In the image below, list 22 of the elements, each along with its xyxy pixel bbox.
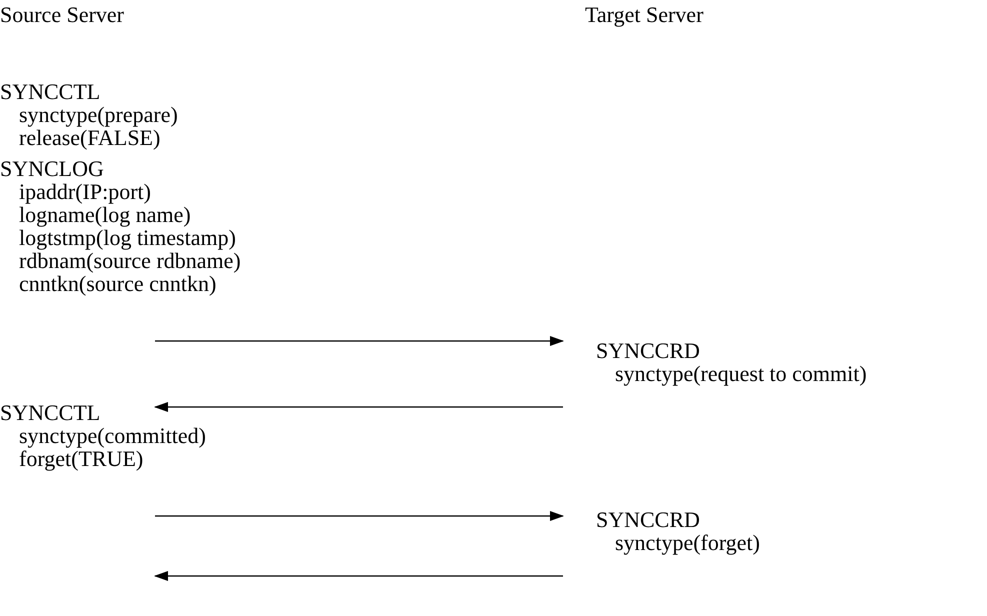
message-name: SYNCCRD (596, 339, 701, 362)
message-parameter: synctype(request to commit) (614, 362, 867, 385)
message-name: SYNCCRD (596, 508, 701, 531)
message-parameter: synctype(forget) (614, 531, 760, 554)
arrow (155, 511, 564, 521)
arrow (154, 571, 563, 581)
message-parameter: synctype(committed) (18, 424, 206, 447)
column-heading: Target Server (585, 3, 704, 26)
arrow (154, 402, 563, 412)
message-name: SYNCCTL (0, 401, 102, 424)
message-parameter: forget(TRUE) (18, 447, 144, 470)
message-parameter: logname(log name) (18, 203, 192, 226)
message-name: SYNCLOG (0, 157, 105, 180)
message-parameter: synctype(prepare) (18, 103, 178, 126)
message-name: SYNCCTL (0, 80, 102, 103)
message-parameter: cnntkn(source cnntkn) (18, 272, 216, 295)
arrow (155, 336, 564, 346)
column-heading: Source Server (0, 3, 124, 26)
message-parameter: ipaddr(IP:port) (18, 180, 152, 203)
message-parameter: rdbnam(source rdbname) (18, 249, 241, 272)
message-parameter: logtstmp(log timestamp) (18, 226, 237, 249)
message-parameter: release(FALSE) (18, 126, 160, 149)
